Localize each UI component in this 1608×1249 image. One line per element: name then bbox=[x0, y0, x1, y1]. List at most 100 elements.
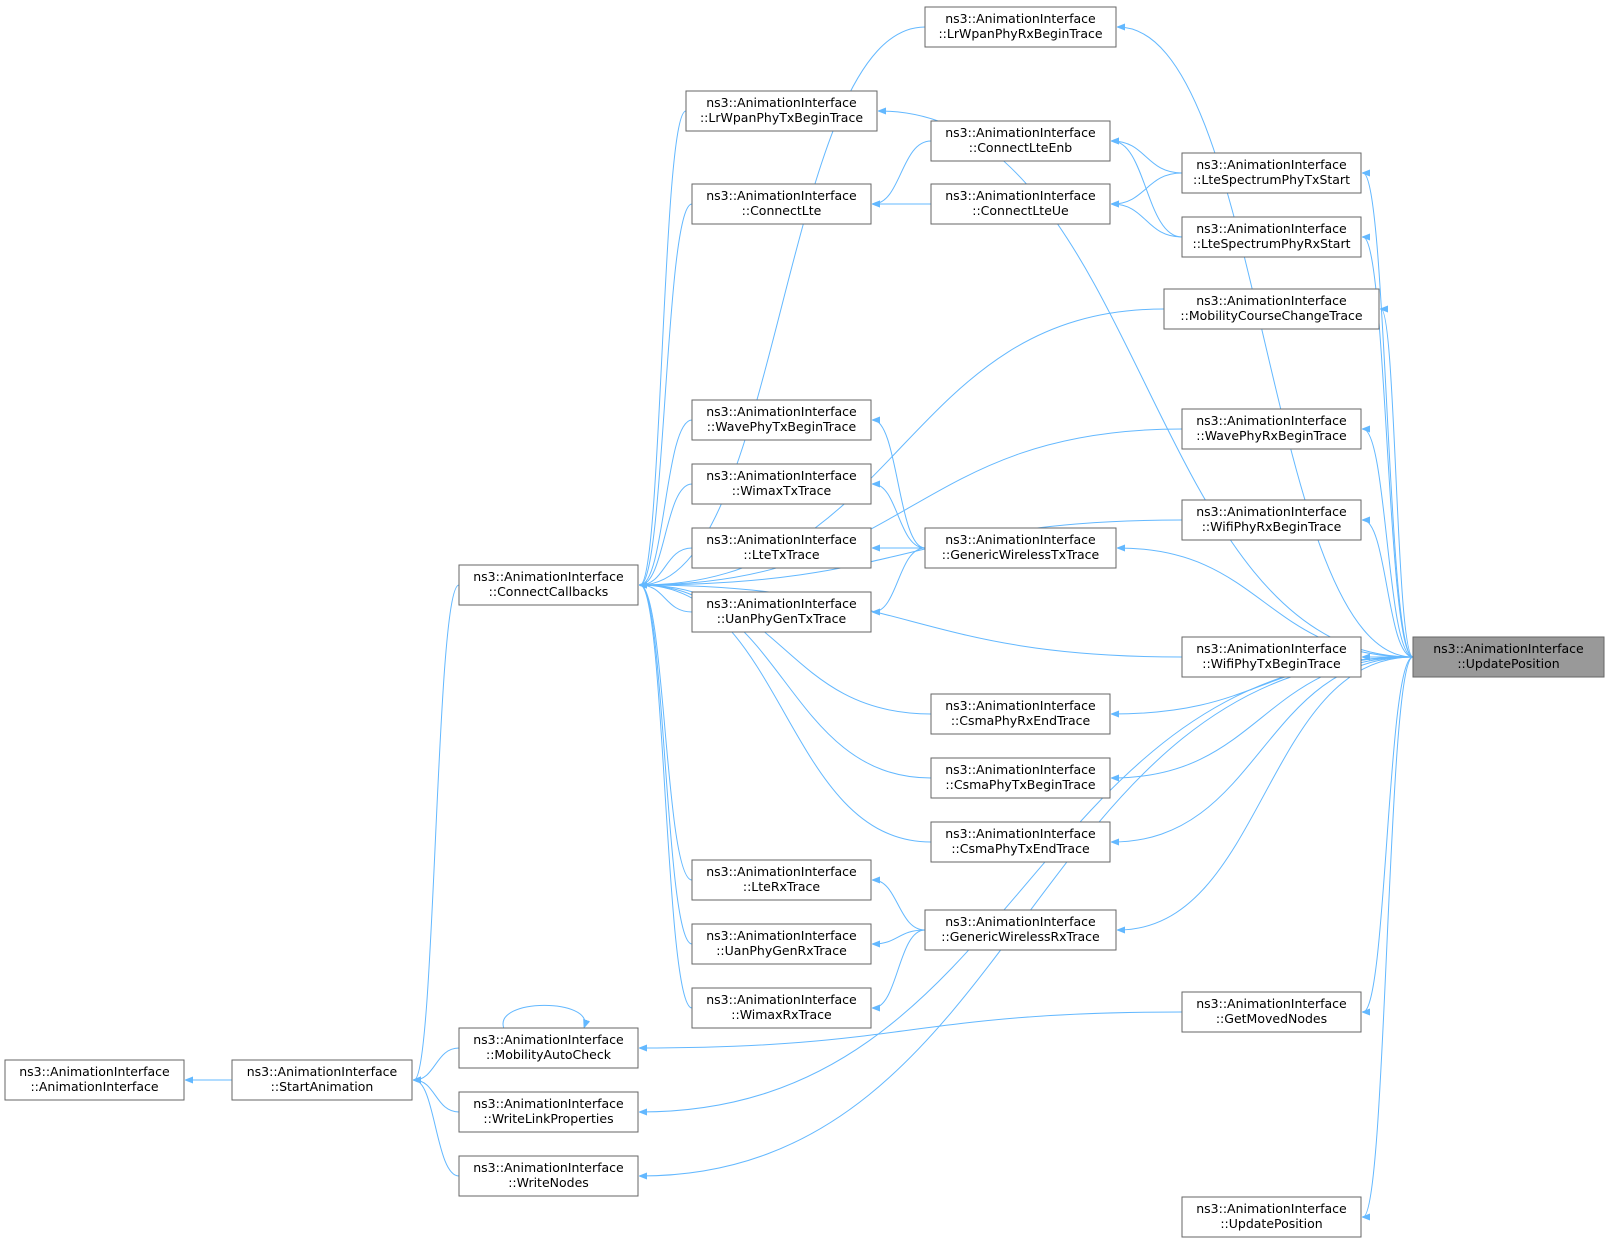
graph-node[interactable]: ns3::AnimationInterface::UanPhyGenRxTrac… bbox=[691, 923, 872, 965]
graph-node[interactable]: ns3::AnimationInterface::WifiPhyRxBeginT… bbox=[1181, 499, 1362, 541]
call-edge bbox=[873, 880, 926, 931]
node-method-label: ::CsmaPhyTxEndTrace bbox=[951, 841, 1090, 856]
node-box bbox=[1412, 636, 1605, 678]
node-namespace-label: ns3::AnimationInterface bbox=[1196, 996, 1347, 1011]
graph-node[interactable]: ns3::AnimationInterface::ConnectCallback… bbox=[458, 564, 639, 606]
graph-node[interactable]: ns3::AnimationInterface::AnimationInterf… bbox=[4, 1059, 185, 1101]
node-method-label: ::UanPhyGenRxTrace bbox=[716, 943, 847, 958]
node-method-label: ::LrWpanPhyTxBeginTrace bbox=[700, 110, 863, 125]
node-method-label: ::WriteNodes bbox=[508, 1175, 589, 1190]
graph-node[interactable]: ns3::AnimationInterface::CsmaPhyRxEndTra… bbox=[930, 693, 1111, 735]
node-method-label: ::ConnectLte bbox=[742, 203, 822, 218]
graph-node[interactable]: ns3::AnimationInterface::WavePhyRxBeginT… bbox=[1181, 408, 1362, 450]
call-edge bbox=[640, 585, 1183, 658]
node-method-label: ::WifiPhyRxBeginTrace bbox=[1202, 519, 1342, 534]
graph-node[interactable]: ns3::AnimationInterface::WriteNodes bbox=[458, 1155, 639, 1197]
node-layer: ns3::AnimationInterface::AnimationInterf… bbox=[4, 6, 1605, 1238]
graph-node[interactable]: ns3::AnimationInterface::WifiPhyTxBeginT… bbox=[1181, 636, 1362, 678]
node-namespace-label: ns3::AnimationInterface bbox=[1196, 157, 1347, 172]
node-namespace-label: ns3::AnimationInterface bbox=[706, 95, 857, 110]
graph-node[interactable]: ns3::AnimationInterface::CsmaPhyTxEndTra… bbox=[930, 821, 1111, 863]
graph-node[interactable]: ns3::AnimationInterface::UanPhyGenTxTrac… bbox=[691, 591, 872, 633]
node-namespace-label: ns3::AnimationInterface bbox=[706, 596, 857, 611]
graph-node[interactable]: ns3::AnimationInterface::LrWpanPhyTxBegi… bbox=[685, 90, 878, 132]
node-namespace-label: ns3::AnimationInterface bbox=[1196, 504, 1347, 519]
graph-node[interactable]: ns3::AnimationInterface::MobilityAutoChe… bbox=[458, 1027, 639, 1069]
call-edge bbox=[640, 308, 1165, 585]
call-edge bbox=[414, 1080, 460, 1177]
node-method-label: ::LteSpectrumPhyTxStart bbox=[1193, 172, 1350, 187]
node-box bbox=[691, 399, 872, 441]
call-edge bbox=[640, 656, 1414, 1112]
node-namespace-label: ns3::AnimationInterface bbox=[19, 1064, 170, 1079]
call-edge bbox=[414, 1080, 460, 1113]
graph-node[interactable]: ns3::AnimationInterface::UpdatePosition bbox=[1181, 1196, 1362, 1238]
graph-node[interactable]: ns3::AnimationInterface::ConnectLteEnb bbox=[930, 120, 1111, 162]
call-edge bbox=[640, 585, 693, 945]
node-box bbox=[930, 757, 1111, 799]
node-method-label: ::StartAnimation bbox=[271, 1079, 374, 1094]
graph-node[interactable]: ns3::AnimationInterface::StartAnimation bbox=[231, 1059, 413, 1101]
graph-node[interactable]: ns3::AnimationInterface::LteSpectrumPhyR… bbox=[1181, 216, 1362, 258]
graph-node[interactable]: ns3::AnimationInterface::CsmaPhyTxBeginT… bbox=[930, 757, 1111, 799]
node-box bbox=[691, 591, 872, 633]
call-edge bbox=[873, 484, 926, 549]
node-box bbox=[1181, 1196, 1362, 1238]
graph-node[interactable]: ns3::AnimationInterface::ConnectLteUe bbox=[930, 183, 1111, 225]
node-box bbox=[4, 1059, 185, 1101]
node-method-label: ::LteTxTrace bbox=[743, 547, 819, 562]
graph-node[interactable]: ns3::AnimationInterface::GenericWireless… bbox=[924, 527, 1117, 569]
call-edge bbox=[502, 1004, 585, 1028]
node-method-label: ::UpdatePosition bbox=[1457, 656, 1559, 671]
node-method-label: ::UanPhyGenTxTrace bbox=[717, 611, 847, 626]
call-edge bbox=[640, 110, 687, 585]
node-method-label: ::GetMovedNodes bbox=[1216, 1011, 1327, 1026]
graph-node[interactable]: ns3::AnimationInterface::LteTxTrace bbox=[691, 527, 872, 569]
node-namespace-label: ns3::AnimationInterface bbox=[247, 1064, 398, 1079]
call-edge bbox=[640, 419, 693, 585]
node-namespace-label: ns3::AnimationInterface bbox=[473, 1160, 624, 1175]
node-method-label: ::ConnectLteEnb bbox=[969, 140, 1072, 155]
node-box bbox=[1181, 499, 1362, 541]
node-namespace-label: ns3::AnimationInterface bbox=[945, 11, 1096, 26]
node-namespace-label: ns3::AnimationInterface bbox=[1196, 221, 1347, 236]
call-edge bbox=[1112, 141, 1183, 174]
call-edge bbox=[640, 203, 693, 585]
node-namespace-label: ns3::AnimationInterface bbox=[706, 928, 857, 943]
call-edge bbox=[873, 547, 926, 612]
node-namespace-label: ns3::AnimationInterface bbox=[1196, 413, 1347, 428]
node-box bbox=[691, 923, 872, 965]
graph-node[interactable]: ns3::AnimationInterface::WimaxRxTrace bbox=[691, 987, 872, 1029]
call-edge bbox=[873, 929, 926, 944]
graph-node[interactable]: ns3::AnimationInterface::MobilityCourseC… bbox=[1163, 288, 1380, 330]
call-edge bbox=[873, 929, 926, 1008]
node-box bbox=[458, 1091, 639, 1133]
node-box bbox=[1181, 991, 1362, 1033]
graph-node[interactable]: ns3::AnimationInterface::WimaxTxTrace bbox=[691, 463, 872, 505]
call-edge bbox=[640, 585, 693, 881]
graph-node[interactable]: ns3::AnimationInterface::LteSpectrumPhyT… bbox=[1181, 152, 1362, 194]
node-namespace-label: ns3::AnimationInterface bbox=[473, 1032, 624, 1047]
node-box bbox=[1181, 152, 1362, 194]
graph-node-focus[interactable]: ns3::AnimationInterface::UpdatePosition bbox=[1412, 636, 1605, 678]
node-namespace-label: ns3::AnimationInterface bbox=[706, 468, 857, 483]
graph-node[interactable]: ns3::AnimationInterface::GenericWireless… bbox=[924, 909, 1117, 951]
call-edge bbox=[1363, 173, 1414, 658]
graph-node[interactable]: ns3::AnimationInterface::LrWpanPhyRxBegi… bbox=[924, 6, 1117, 48]
node-box bbox=[930, 183, 1111, 225]
graph-node[interactable]: ns3::AnimationInterface::WavePhyTxBeginT… bbox=[691, 399, 872, 441]
node-box bbox=[691, 463, 872, 505]
call-edge bbox=[414, 1047, 460, 1080]
call-edge bbox=[640, 1011, 1183, 1048]
call-edge bbox=[640, 483, 693, 585]
graph-node[interactable]: ns3::AnimationInterface::WriteLinkProper… bbox=[458, 1091, 639, 1133]
graph-node[interactable]: ns3::AnimationInterface::GetMovedNodes bbox=[1181, 991, 1362, 1033]
call-edge bbox=[1363, 520, 1414, 658]
graph-node[interactable]: ns3::AnimationInterface::ConnectLte bbox=[691, 183, 872, 225]
node-method-label: ::CsmaPhyRxEndTrace bbox=[951, 713, 1091, 728]
graph-node[interactable]: ns3::AnimationInterface::LteRxTrace bbox=[691, 859, 872, 901]
node-method-label: ::LteRxTrace bbox=[743, 879, 821, 894]
node-method-label: ::CsmaPhyTxBeginTrace bbox=[945, 777, 1095, 792]
node-box bbox=[924, 6, 1117, 48]
